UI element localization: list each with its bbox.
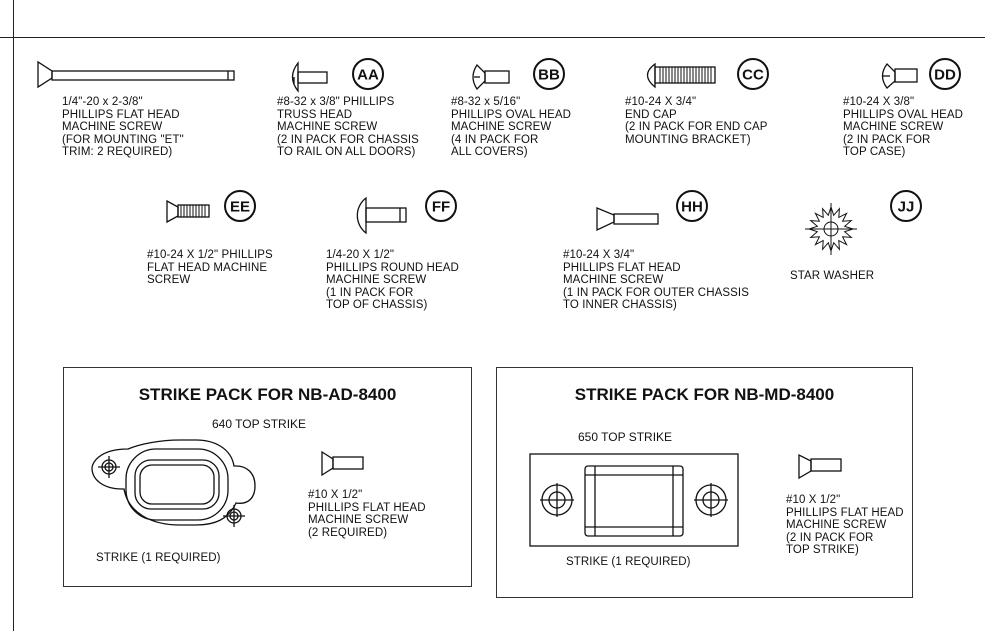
strike-pack-ad-screw-caption: #10 X 1/2" PHILLIPS FLAT HEAD MACHINE SC… <box>308 489 426 539</box>
strike-pack-md-8400 <box>496 367 913 598</box>
caption-part-dd: #10-24 X 3/8" PHILLIPS OVAL HEAD MACHINE… <box>843 96 964 159</box>
caption-part-ee: #10-24 X 1/2" PHILLIPS FLAT HEAD MACHINE… <box>147 249 273 287</box>
label-badge-jj: JJ <box>890 190 922 222</box>
strike-pack-ad-8400 <box>63 367 472 587</box>
caption-part-ff: 1/4-20 X 1/2" PHILLIPS ROUND HEAD MACHIN… <box>326 249 459 312</box>
flat-head-screw-icon <box>798 453 842 480</box>
long-flat-head-screw-icon <box>37 60 235 89</box>
end-cap-screw-icon <box>646 62 716 89</box>
label-cc: CC <box>742 67 764 84</box>
truss-head-screw-icon <box>291 61 328 93</box>
strike-pack-md-strike-caption: STRIKE (1 REQUIRED) <box>566 556 691 568</box>
strike-650-icon <box>529 453 739 547</box>
caption-part-bb: #8-32 x 5/16" PHILLIPS OVAL HEAD MACHINE… <box>451 96 572 159</box>
strike-pack-ad-title: STRIKE PACK FOR NB-AD-8400 <box>138 385 397 404</box>
flat-head-screw-icon <box>596 207 659 232</box>
flat-head-screw-icon <box>321 450 364 477</box>
star-washer-icon <box>805 203 857 255</box>
page-header-rule <box>0 0 985 38</box>
caption-part-hh: #10-24 X 3/4" PHILLIPS FLAT HEAD MACHINE… <box>563 249 749 312</box>
label-badge-cc: CC <box>737 58 769 90</box>
page-margin-rule <box>0 0 14 631</box>
label-hh: HH <box>681 199 703 216</box>
label-badge-dd: DD <box>929 58 961 90</box>
strike-pack-md-screw-caption: #10 X 1/2" PHILLIPS FLAT HEAD MACHINE SC… <box>786 494 904 557</box>
label-badge-aa: AA <box>352 58 384 90</box>
round-head-screw-icon <box>356 196 407 235</box>
label-aa: AA <box>357 67 379 84</box>
caption-part-cc: #10-24 X 3/4" END CAP (2 IN PACK FOR END… <box>625 96 768 146</box>
caption-part-aa: #8-32 x 3/8" PHILLIPS TRUSS HEAD MACHINE… <box>277 96 419 159</box>
label-jj: JJ <box>898 199 915 216</box>
oval-head-screw-icon <box>472 63 510 91</box>
strike-pack-md-title: STRIKE PACK FOR NB-MD-8400 <box>574 385 835 404</box>
strike-640-icon <box>91 439 256 527</box>
strike-pack-ad-strike-name: 640 TOP STRIKE <box>212 417 307 431</box>
strike-pack-ad-strike-caption: STRIKE (1 REQUIRED) <box>96 552 221 564</box>
caption-part-1: 1/4"-20 x 2-3/8" PHILLIPS FLAT HEAD MACH… <box>62 96 184 159</box>
caption-part-jj: STAR WASHER <box>790 270 875 282</box>
label-badge-hh: HH <box>676 190 708 222</box>
label-ee: EE <box>230 199 250 216</box>
label-bb: BB <box>538 67 560 84</box>
oval-head-screw-icon <box>881 63 918 89</box>
label-badge-ff: FF <box>425 190 457 222</box>
label-dd: DD <box>934 67 956 84</box>
strike-pack-md-strike-name: 650 TOP STRIKE <box>578 430 673 444</box>
threaded-screw-icon <box>166 199 210 224</box>
label-badge-ee: EE <box>224 190 256 222</box>
label-ff: FF <box>432 199 450 216</box>
label-badge-bb: BB <box>533 58 565 90</box>
